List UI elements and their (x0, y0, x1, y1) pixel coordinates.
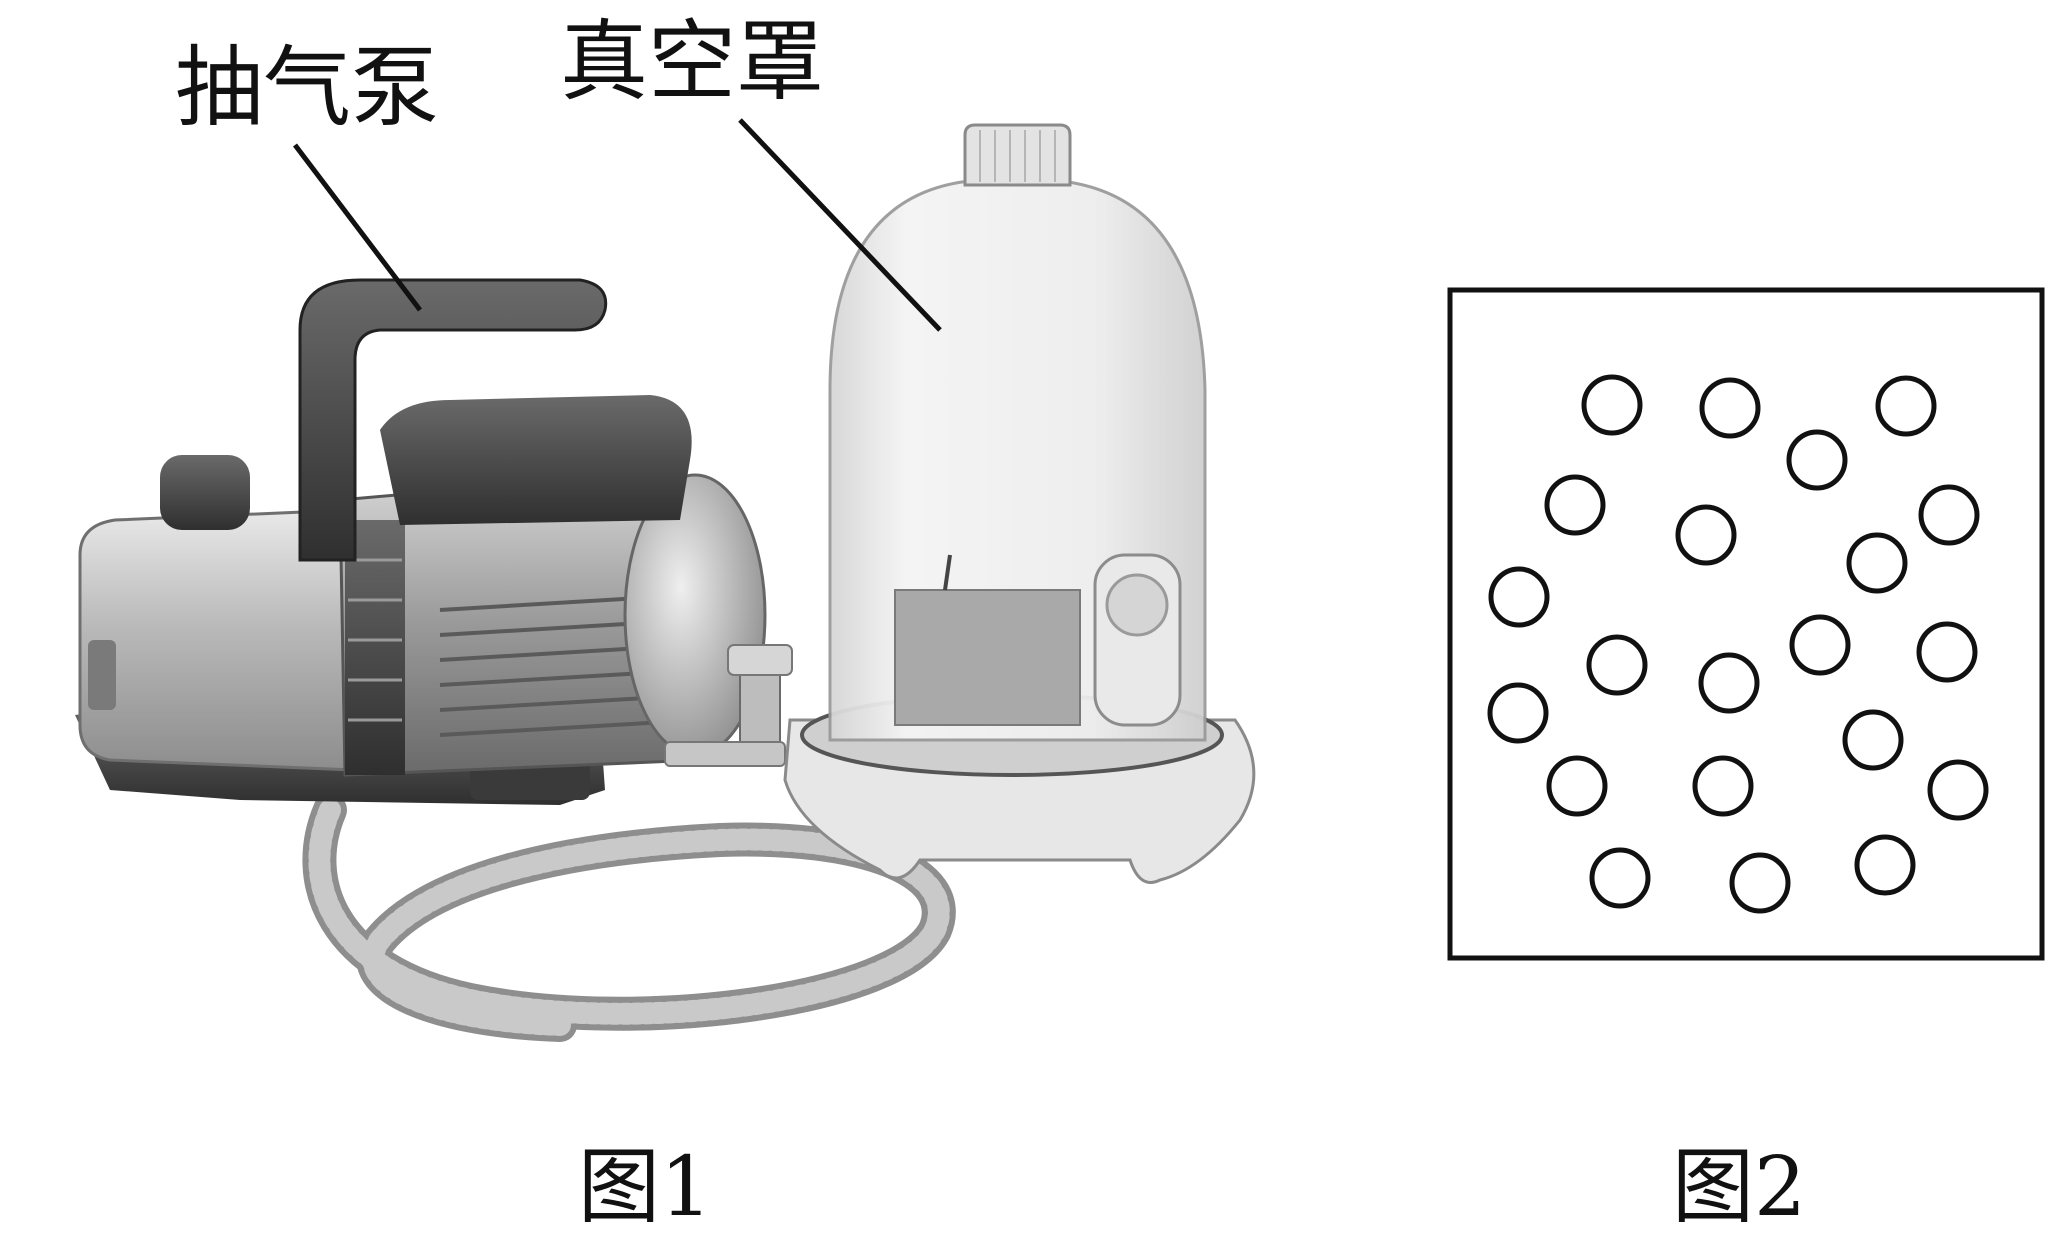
gas-particle (1786, 429, 1848, 491)
figure-1-caption: 图1 (578, 1140, 712, 1235)
gas-particle (1875, 375, 1937, 437)
bell-jar (783, 123, 1256, 884)
gas-particle (1544, 474, 1606, 536)
vacuum-pump (75, 278, 793, 805)
gas-particle (1692, 755, 1754, 817)
gas-particle (1789, 614, 1851, 676)
jar-leader-line (738, 118, 942, 332)
gas-particle (1842, 709, 1904, 771)
vacuum-hose (302, 793, 956, 1042)
pump-leader-line (293, 143, 422, 312)
gas-particle (1927, 759, 1989, 821)
gas-particle (1581, 374, 1643, 436)
gas-particle (1586, 634, 1648, 696)
gas-particle (1546, 755, 1608, 817)
gas-particle (1699, 377, 1761, 439)
figure-1: 抽气泵 真空罩 图1 (75, 10, 1256, 1235)
gas-particle (1698, 652, 1760, 714)
gas-particle (1675, 504, 1737, 566)
gas-particle (1918, 484, 1980, 546)
gas-particles (1487, 374, 1989, 914)
gas-particle (1487, 682, 1549, 744)
pump-label: 抽气泵 (175, 36, 439, 139)
gas-particle (1589, 847, 1651, 909)
gas-particle (1916, 621, 1978, 683)
gas-particle (1488, 566, 1550, 628)
gas-particle (1846, 532, 1908, 594)
figure-2: 图2 (1447, 287, 2045, 1235)
figure-2-caption: 图2 (1672, 1140, 1806, 1235)
jar-label: 真空罩 (560, 10, 824, 113)
gas-particle (1854, 834, 1916, 896)
gas-particle (1729, 852, 1791, 914)
